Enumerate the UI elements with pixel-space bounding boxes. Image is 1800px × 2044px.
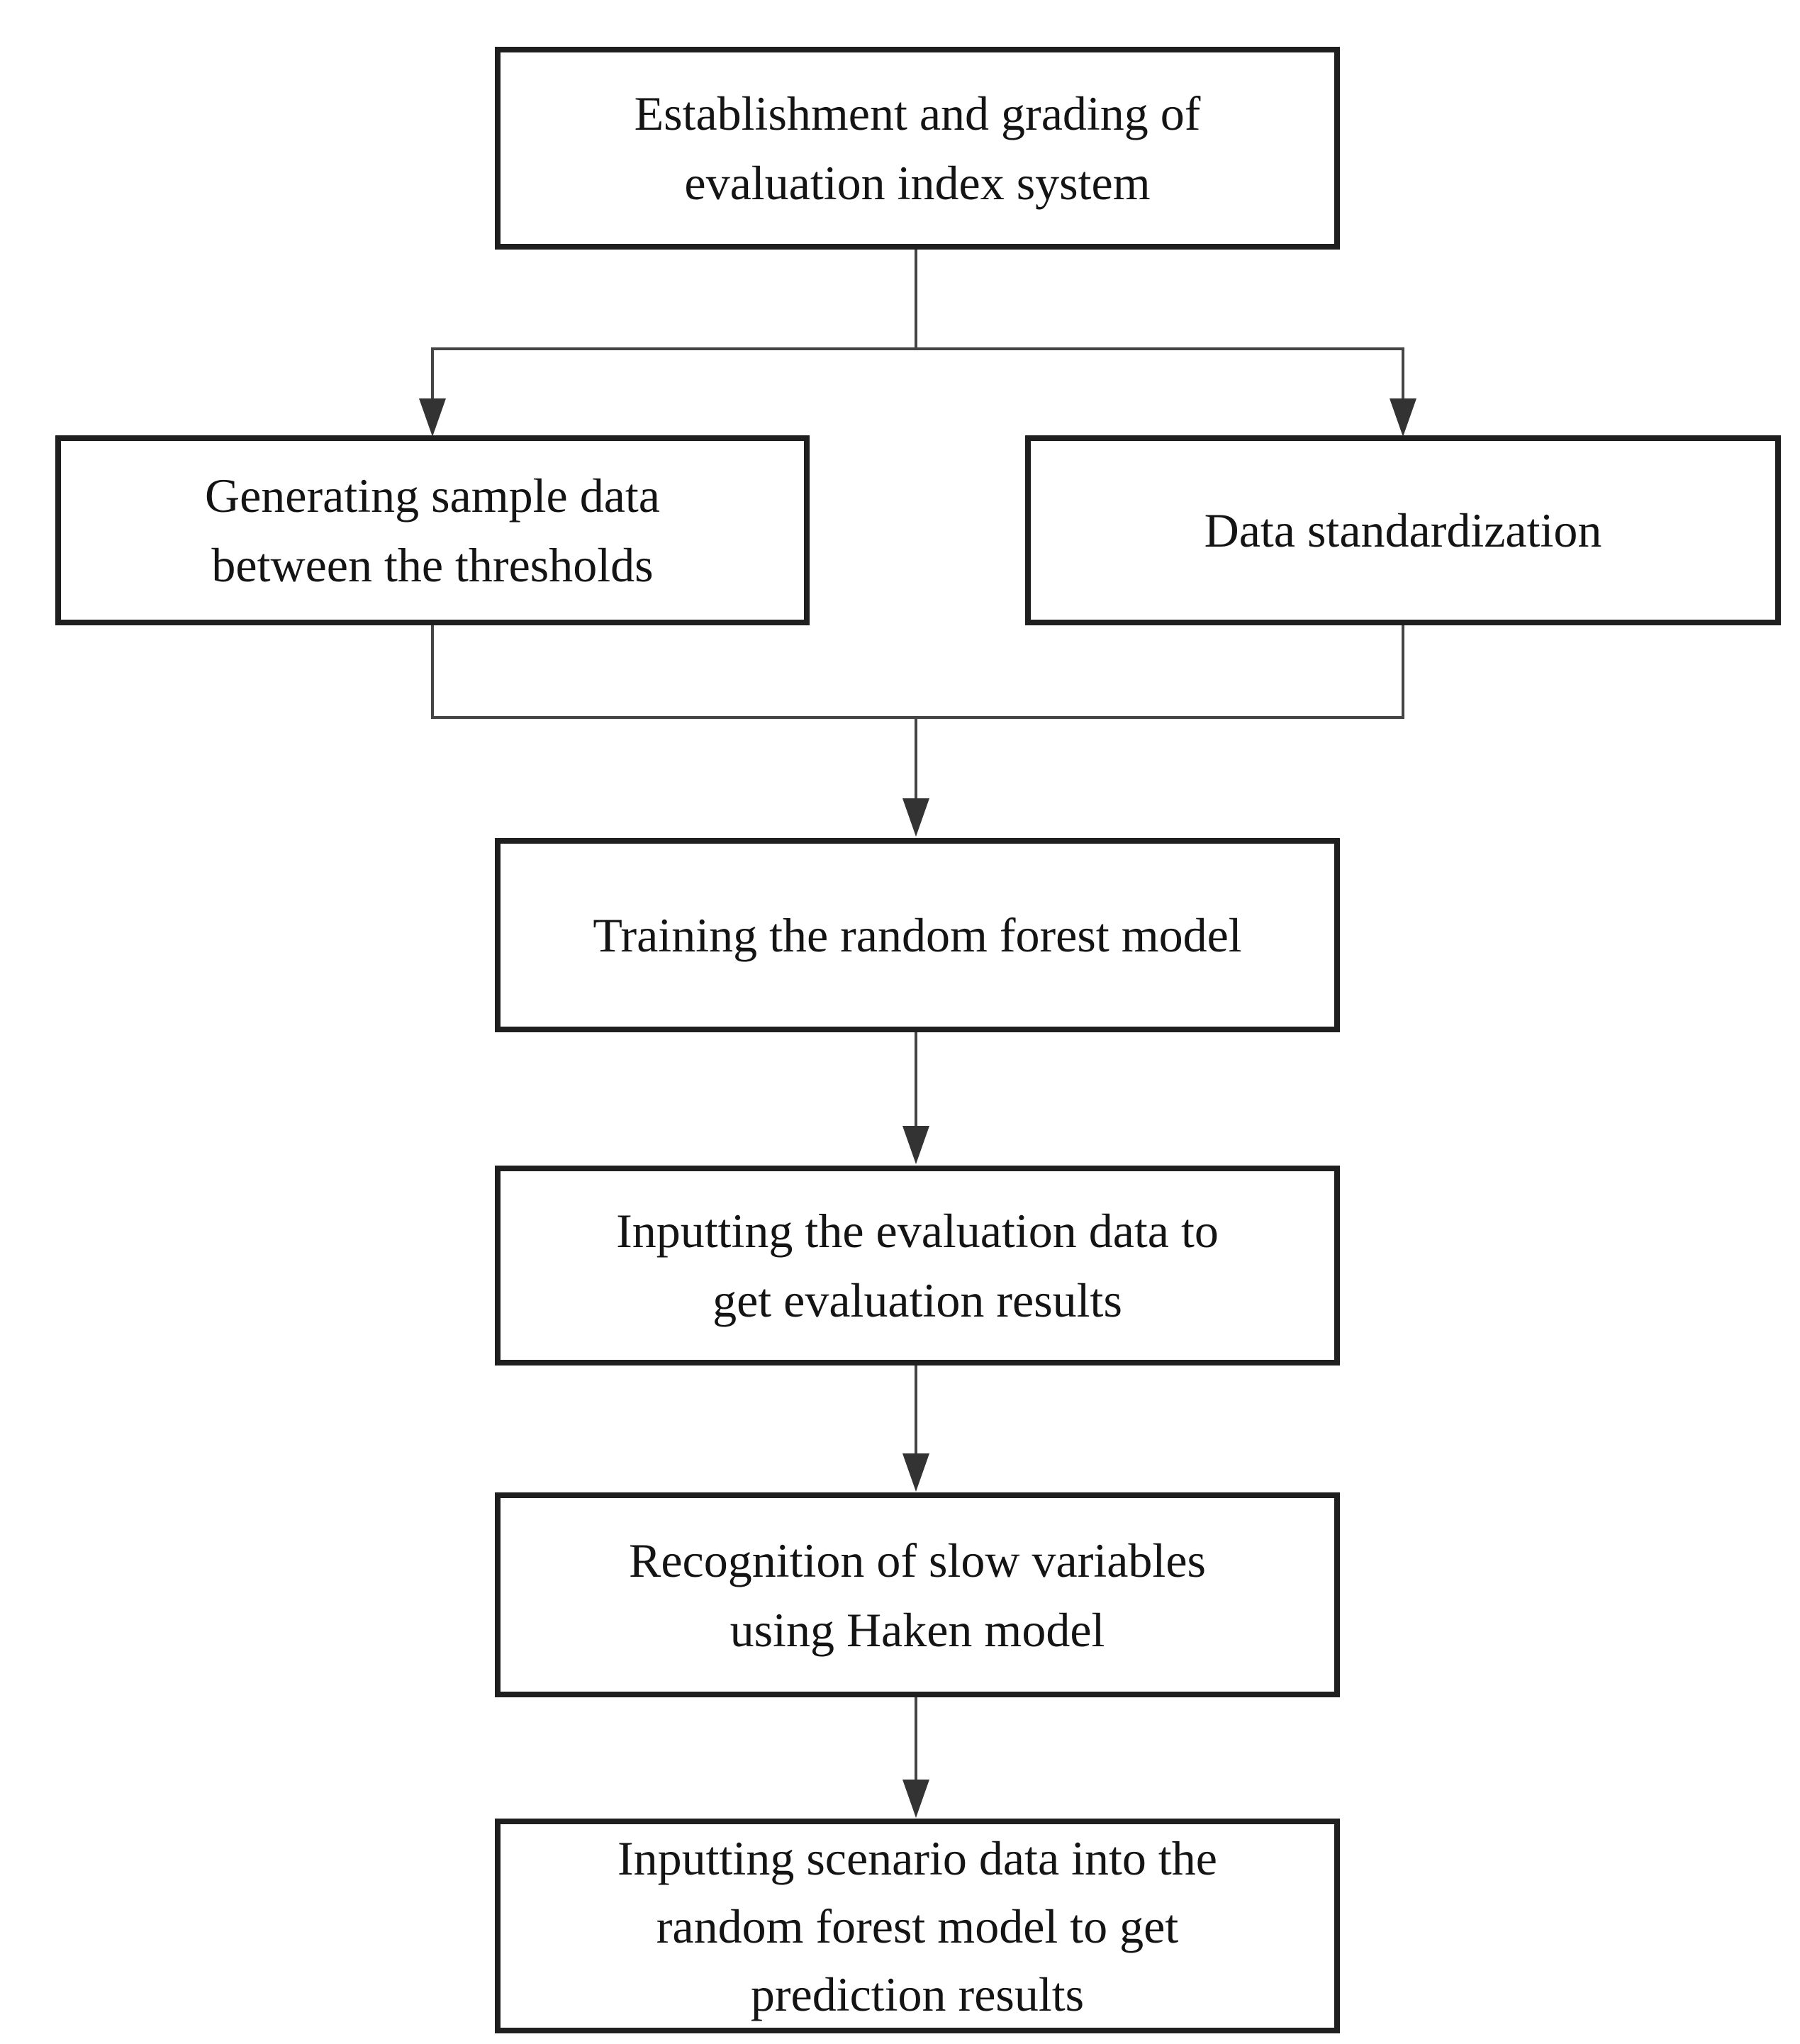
flow-node-haken-model: Recognition of slow variables using Hake… <box>495 1492 1340 1697</box>
connector-branch-right <box>1402 347 1404 403</box>
flow-node-scenario-prediction: Inputting scenario data into the random … <box>495 1819 1340 2033</box>
arrowhead-into-scenario <box>902 1780 929 1818</box>
flow-node-generate-sample-data: Generating sample data between the thres… <box>55 435 810 625</box>
arrowhead-into-standardize <box>1390 398 1416 437</box>
node-text-line: Data standardization <box>1204 503 1602 557</box>
arrowhead-into-train <box>902 798 929 837</box>
node-text-line: Inputting the evaluation data to <box>616 1204 1219 1258</box>
connector-branch-bar <box>431 347 1404 350</box>
flow-node-evaluation-results: Inputting the evaluation data to get eva… <box>495 1166 1340 1366</box>
connector-haken-scenario <box>915 1697 917 1782</box>
node-text-line: Recognition of slow variables <box>629 1533 1206 1587</box>
arrowhead-into-haken <box>902 1453 929 1492</box>
flow-node-establishment: Establishment and grading of evaluation … <box>495 47 1340 250</box>
node-text-line: between the thresholds <box>211 538 654 592</box>
node-text-line: Inputting scenario data into the <box>617 1831 1217 1885</box>
connector-merge-stem <box>915 716 917 801</box>
connector-train-evaluate <box>915 1032 917 1129</box>
node-text-line: Establishment and grading of <box>634 86 1201 140</box>
arrowhead-into-evaluate <box>902 1126 929 1164</box>
flow-node-data-standardization: Data standardization <box>1025 435 1781 625</box>
connector-establishment-stem <box>915 250 917 350</box>
connector-merge-left <box>431 625 434 719</box>
connector-evaluate-haken <box>915 1366 917 1456</box>
arrowhead-into-generate <box>419 398 446 437</box>
node-text-line: Training the random forest model <box>593 908 1242 962</box>
node-text-line: random forest model to get <box>656 1899 1179 1953</box>
node-text-line: evaluation index system <box>684 156 1151 210</box>
flow-node-train-random-forest: Training the random forest model <box>495 838 1340 1032</box>
connector-merge-right <box>1402 625 1404 719</box>
connector-branch-left <box>431 347 434 403</box>
node-text-line: Generating sample data <box>205 469 660 523</box>
node-text-line: prediction results <box>750 1967 1085 2021</box>
connector-merge-bar <box>431 716 1404 719</box>
node-text-line: using Haken model <box>729 1602 1105 1657</box>
node-text-line: get evaluation results <box>712 1273 1122 1327</box>
